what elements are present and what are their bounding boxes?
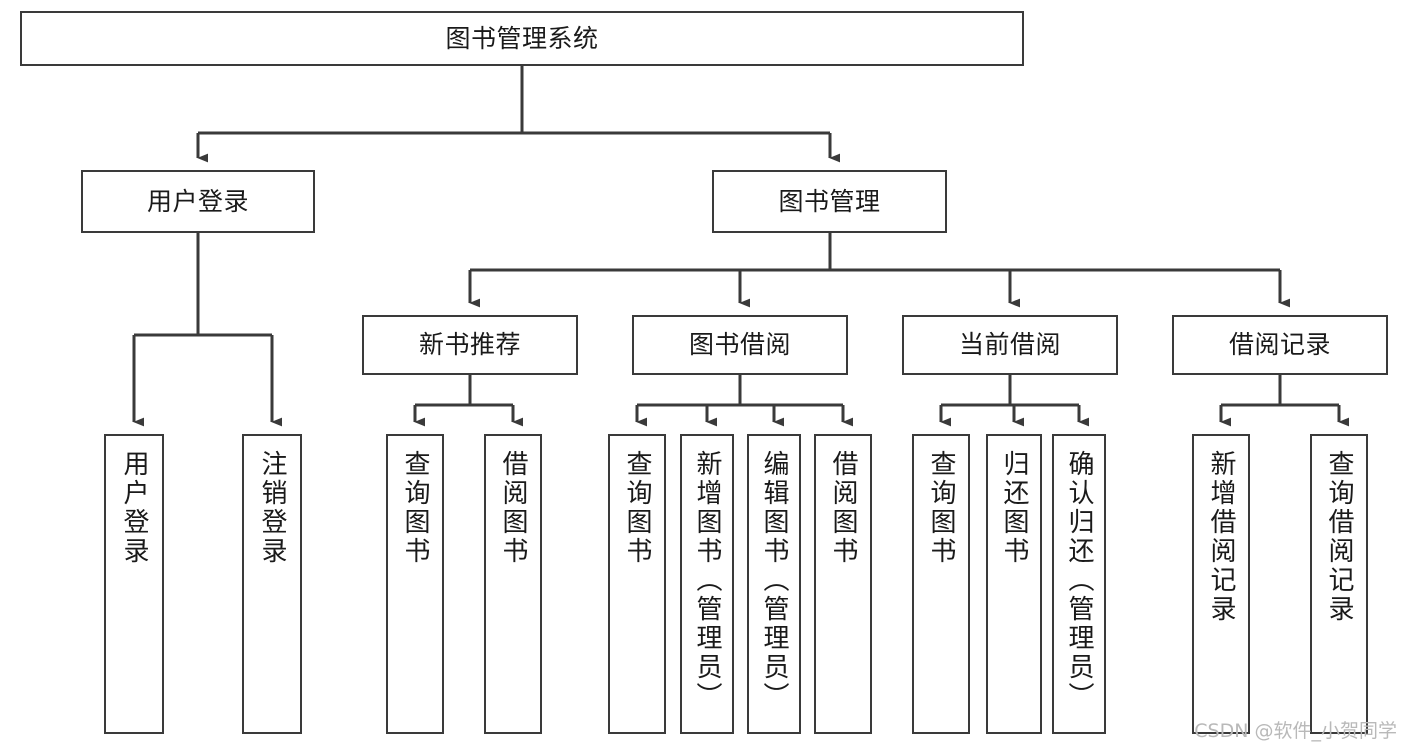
- node-new-book-recommend-label: 新书推荐: [418, 330, 521, 360]
- node-leaf-query-borrow-record[interactable]: 查询借阅记录: [1310, 434, 1368, 734]
- node-leaf-borrow-book-1-label: 借阅图书: [498, 450, 528, 566]
- node-root-label: 图书管理系统: [445, 23, 599, 53]
- node-leaf-query-book-3-label: 查询图书: [926, 450, 956, 566]
- node-leaf-borrow-book-1[interactable]: 借阅图书: [484, 434, 542, 734]
- node-user-login[interactable]: 用户登录: [81, 170, 315, 233]
- node-current-borrow[interactable]: 当前借阅: [902, 315, 1118, 375]
- node-leaf-confirm-return-admin[interactable]: 确认归还（管理员）: [1052, 434, 1106, 734]
- node-leaf-logout-login-label: 注销登录: [257, 450, 287, 566]
- node-leaf-add-borrow-record[interactable]: 新增借阅记录: [1192, 434, 1250, 734]
- node-book-manage[interactable]: 图书管理: [712, 170, 947, 233]
- node-book-borrow-label: 图书借阅: [688, 330, 791, 360]
- node-leaf-return-book-label: 归还图书: [999, 450, 1029, 566]
- node-leaf-edit-book-admin-label: 编辑图书（管理员）: [759, 450, 789, 711]
- node-leaf-user-login[interactable]: 用户登录: [104, 434, 164, 734]
- node-current-borrow-label: 当前借阅: [958, 330, 1061, 360]
- csdn-watermark: CSDN @软件_小贺同学: [1194, 720, 1397, 742]
- node-leaf-borrow-book-2-label: 借阅图书: [828, 450, 858, 566]
- node-leaf-user-login-label: 用户登录: [119, 450, 149, 566]
- node-leaf-query-book-2-label: 查询图书: [622, 450, 652, 566]
- node-leaf-confirm-return-admin-label: 确认归还（管理员）: [1064, 450, 1094, 711]
- node-book-borrow[interactable]: 图书借阅: [632, 315, 848, 375]
- node-root[interactable]: 图书管理系统: [20, 11, 1024, 66]
- node-leaf-add-book-admin[interactable]: 新增图书（管理员）: [680, 434, 734, 734]
- node-leaf-borrow-book-2[interactable]: 借阅图书: [814, 434, 872, 734]
- node-leaf-query-book-1-label: 查询图书: [400, 450, 430, 566]
- node-leaf-query-book-1[interactable]: 查询图书: [386, 434, 444, 734]
- node-leaf-add-borrow-record-label: 新增借阅记录: [1206, 450, 1236, 624]
- node-leaf-add-book-admin-label: 新增图书（管理员）: [692, 450, 722, 711]
- node-leaf-edit-book-admin[interactable]: 编辑图书（管理员）: [747, 434, 801, 734]
- node-new-book-recommend[interactable]: 新书推荐: [362, 315, 578, 375]
- node-book-manage-label: 图书管理: [778, 186, 881, 216]
- node-borrow-record-label: 借阅记录: [1228, 330, 1331, 360]
- node-user-login-label: 用户登录: [146, 186, 249, 216]
- node-leaf-query-borrow-record-label: 查询借阅记录: [1324, 450, 1354, 624]
- node-leaf-logout-login[interactable]: 注销登录: [242, 434, 302, 734]
- node-borrow-record[interactable]: 借阅记录: [1172, 315, 1388, 375]
- node-leaf-return-book[interactable]: 归还图书: [986, 434, 1042, 734]
- node-leaf-query-book-2[interactable]: 查询图书: [608, 434, 666, 734]
- node-leaf-query-book-3[interactable]: 查询图书: [912, 434, 970, 734]
